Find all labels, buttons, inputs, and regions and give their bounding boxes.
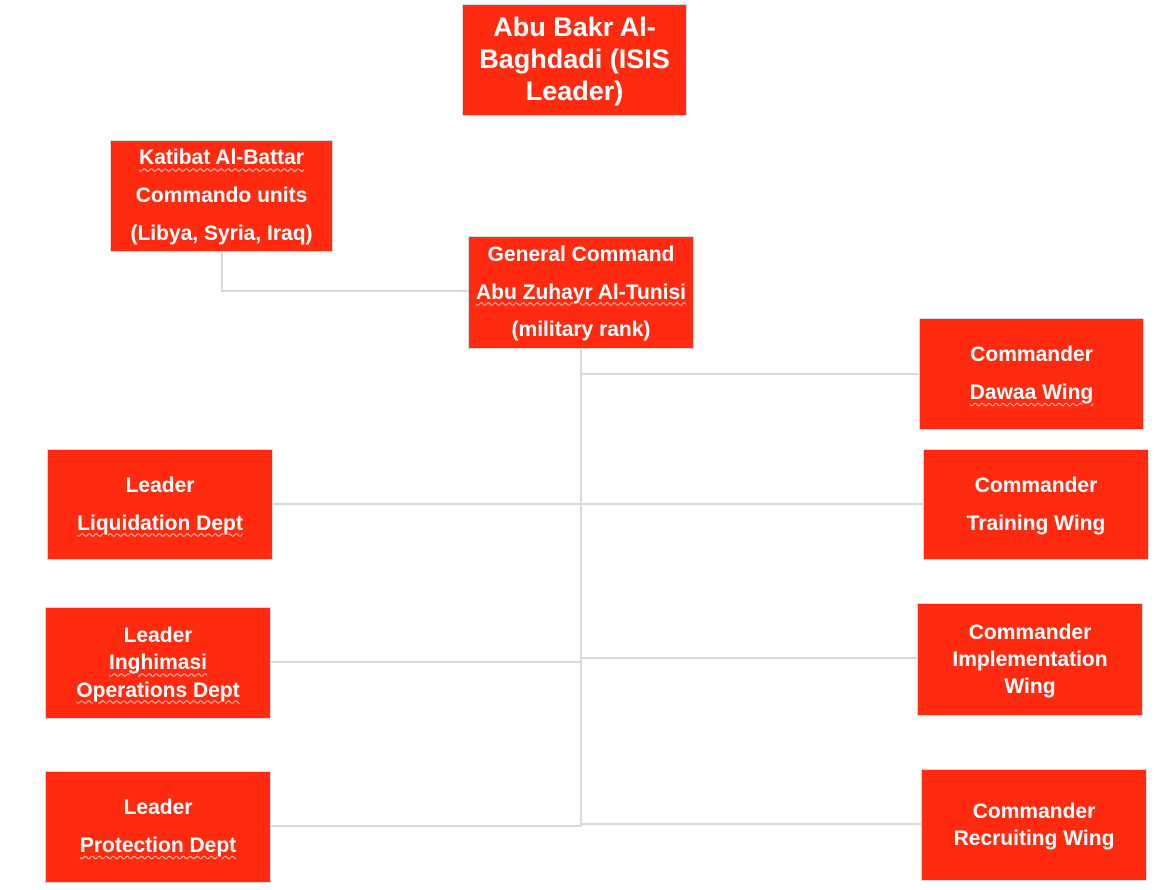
node-training-wing: Commander Training Wing xyxy=(923,449,1149,560)
node-line: Protection Dept xyxy=(79,834,237,857)
node-line: General Command xyxy=(487,242,675,266)
node-line: Abu Bakr Al- xyxy=(493,12,656,43)
node-line: Commander xyxy=(970,343,1093,367)
node-line: Commander xyxy=(972,799,1096,823)
node-recruiting-wing: Commander Recruiting Wing xyxy=(921,769,1147,881)
node-liquidation-dept: Leader Liquidation Dept xyxy=(47,449,273,560)
connector-katibat-to-general-command xyxy=(221,250,470,292)
node-line: Leader) xyxy=(525,75,624,106)
node-line: Dawaa Wing xyxy=(969,381,1094,404)
node-line: Commander xyxy=(968,620,1092,644)
node-line: Wing xyxy=(1004,675,1056,699)
node-katibat-al-battar: Katibat Al-Battar Commando units (Libya,… xyxy=(110,140,333,252)
node-protection-dept: Leader Protection Dept xyxy=(45,771,271,883)
node-line: Leader xyxy=(125,473,195,497)
node-general-command: General Command Abu Zuhayr Al-Tunisi (mi… xyxy=(468,236,694,349)
node-line: Implementation xyxy=(952,647,1108,671)
node-line: Commando units xyxy=(135,184,308,208)
node-line: Inghimasi xyxy=(108,651,208,675)
node-implementation-wing: Commander Implementation Wing xyxy=(917,603,1143,716)
node-line: (military rank) xyxy=(511,318,651,342)
node-line: Commander xyxy=(974,473,1098,497)
node-inghimasi-operations-dept: Leader Inghimasi Operations Dept xyxy=(45,607,271,719)
node-line: Training Wing xyxy=(966,511,1106,535)
node-line: (Libya, Syria, Iraq) xyxy=(130,221,313,245)
node-abu-bakr-al-baghdadi: Abu Bakr Al- Baghdadi (ISIS Leader) xyxy=(462,4,687,116)
node-line: Recruiting Wing xyxy=(953,827,1115,850)
node-line: Abu Zuhayr Al-Tunisi xyxy=(476,280,686,304)
node-line: Leader xyxy=(123,796,193,820)
node-line: Katibat Al-Battar xyxy=(139,146,304,170)
node-line: Operations Dept xyxy=(76,678,240,702)
node-line: Baghdadi (ISIS xyxy=(479,44,670,75)
node-line: Leader xyxy=(123,624,193,648)
node-line: Liquidation Dept xyxy=(77,511,243,535)
node-dawaa-wing: Commander Dawaa Wing xyxy=(919,318,1144,430)
